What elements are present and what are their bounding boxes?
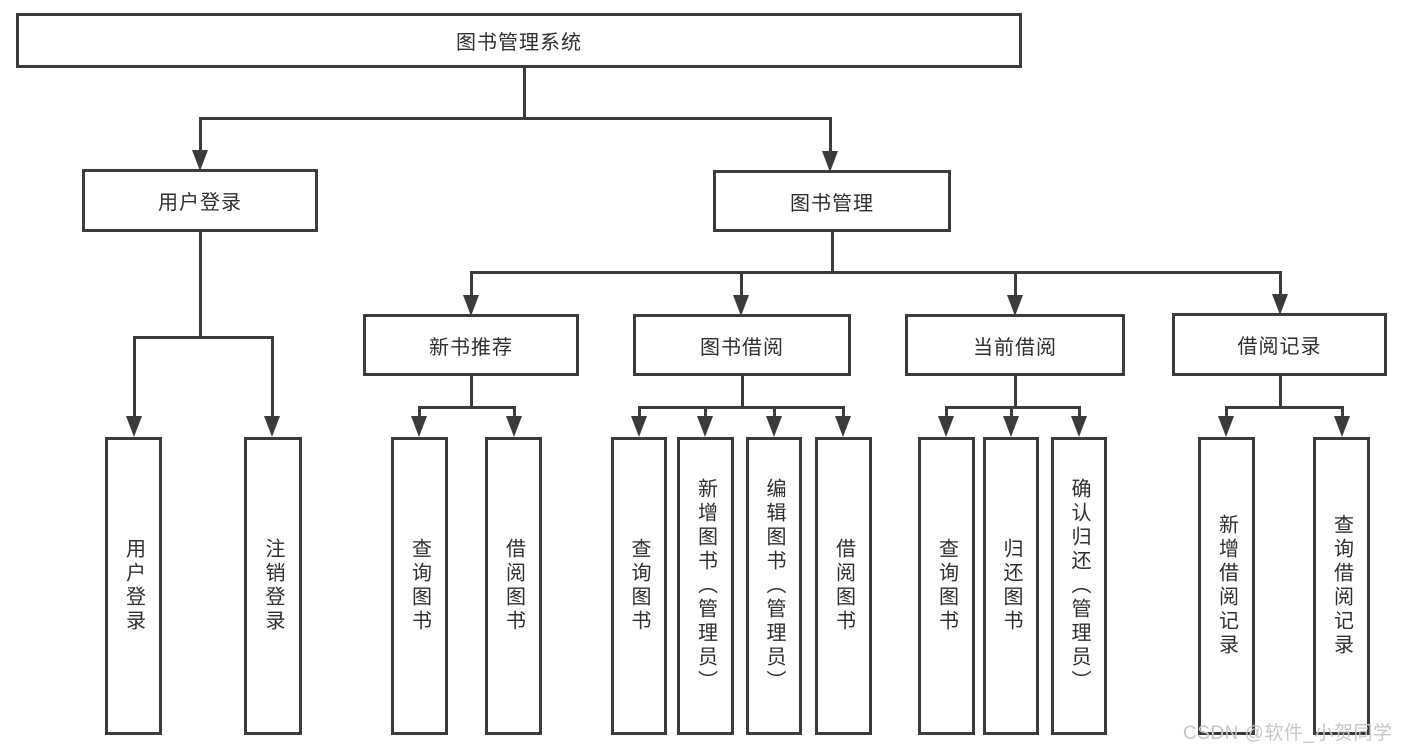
diagram-node-leaf-query-books-2: 查询图书 [611, 437, 667, 735]
diagram-node-leaf-borrow-books-2: 借阅图书 [815, 437, 872, 735]
node-label-leaf-add-books-admin: 新增图书（管理员） [694, 478, 717, 694]
diagram-node-leaf-add-borrow-record: 新增借阅记录 [1198, 437, 1255, 735]
connector-line [469, 272, 473, 305]
connector-line [132, 337, 136, 426]
arrowhead-icon [264, 416, 280, 437]
connector-line [830, 232, 834, 274]
diagram-node-leaf-query-books-3: 查询图书 [918, 437, 975, 735]
node-label-leaf-borrow-books-2: 借阅图书 [832, 538, 855, 634]
arrowhead-icon [938, 416, 954, 437]
node-label-leaf-logout: 注销登录 [262, 538, 284, 634]
diagram-node-leaf-logout: 注销登录 [244, 437, 302, 735]
connector-line [637, 405, 845, 409]
diagram-node-new-book-recommend: 新书推荐 [363, 314, 579, 376]
arrowhead-icon [411, 416, 427, 437]
connector-line [1278, 376, 1282, 409]
arrowhead-icon [1334, 416, 1350, 437]
node-label-leaf-return-books: 归还图书 [1000, 538, 1022, 634]
diagram-node-book-borrowing: 图书借阅 [633, 314, 851, 376]
diagram-node-book-management: 图书管理 [713, 170, 951, 232]
node-label-new-book-recommend: 新书推荐 [429, 336, 513, 359]
node-label-leaf-query-books-3: 查询图书 [935, 538, 958, 634]
connector-line [739, 272, 743, 305]
node-label-system-root: 图书管理系统 [456, 32, 582, 54]
diagram-node-leaf-borrow-books-1: 借阅图书 [485, 437, 542, 735]
diagram-node-leaf-query-borrow-record: 查询借阅记录 [1313, 437, 1370, 735]
arrowhead-icon [1003, 416, 1019, 437]
diagram-node-leaf-edit-books-admin: 编辑图书（管理员） [746, 437, 802, 735]
node-label-leaf-edit-books-admin: 编辑图书（管理员） [763, 478, 785, 694]
connector-line [740, 376, 744, 409]
diagram-node-leaf-user-login: 用户登录 [105, 437, 162, 735]
connector-line [1278, 272, 1282, 304]
arrowhead-icon [1218, 416, 1234, 437]
arrowhead-icon [697, 416, 713, 437]
connector-line [132, 335, 274, 339]
node-label-leaf-query-books-2: 查询图书 [628, 538, 650, 634]
connector-line [270, 337, 274, 426]
arrowhead-icon [1007, 295, 1023, 316]
connector-line [828, 118, 832, 161]
arrowhead-icon [822, 151, 838, 172]
node-label-book-borrowing: 图书借阅 [700, 336, 784, 359]
diagram-node-leaf-confirm-return-admin: 确认归还（管理员） [1051, 437, 1107, 735]
arrowhead-icon [733, 295, 749, 316]
arrowhead-icon [463, 295, 479, 316]
diagram-node-current-borrowing: 当前借阅 [905, 314, 1125, 376]
connector-line [469, 270, 1282, 274]
diagram-node-leaf-add-books-admin: 新增图书（管理员） [677, 437, 734, 735]
diagram-node-borrowing-records: 借阅记录 [1172, 313, 1387, 376]
connector-line [1013, 272, 1017, 305]
arrowhead-icon [126, 416, 142, 437]
node-label-leaf-query-borrow-record: 查询借阅记录 [1330, 514, 1353, 658]
arrowhead-icon [1272, 294, 1288, 315]
node-label-leaf-borrow-books-1: 借阅图书 [502, 538, 525, 634]
node-label-leaf-confirm-return-admin: 确认归还（管理员） [1068, 478, 1090, 694]
connector-line [198, 232, 202, 339]
node-label-current-borrowing: 当前借阅 [973, 336, 1057, 359]
arrowhead-icon [835, 416, 851, 437]
node-label-user-login: 用户登录 [158, 192, 242, 214]
connector-line [417, 405, 516, 409]
connector-line [522, 68, 526, 120]
diagram-node-leaf-return-books: 归还图书 [983, 437, 1039, 735]
connector-line [198, 116, 832, 120]
node-label-leaf-user-login: 用户登录 [122, 538, 145, 634]
connector-line [944, 405, 1081, 409]
node-label-borrowing-records: 借阅记录 [1237, 336, 1322, 358]
connector-line [469, 376, 473, 409]
diagram-node-user-login: 用户登录 [82, 169, 318, 232]
connector-line [1224, 405, 1344, 409]
diagram-node-system-root: 图书管理系统 [16, 13, 1022, 68]
node-label-leaf-query-books-1: 查询图书 [408, 538, 431, 634]
node-label-leaf-add-borrow-record: 新增借阅记录 [1215, 514, 1238, 658]
connector-line [1013, 376, 1017, 409]
arrowhead-icon [766, 416, 782, 437]
connector-line [198, 118, 202, 160]
arrowhead-icon [631, 416, 647, 437]
arrowhead-icon [192, 150, 208, 171]
arrowhead-icon [506, 416, 522, 437]
arrowhead-icon [1071, 416, 1087, 437]
diagram-node-leaf-query-books-1: 查询图书 [391, 437, 448, 735]
node-label-book-management: 图书管理 [790, 192, 874, 215]
